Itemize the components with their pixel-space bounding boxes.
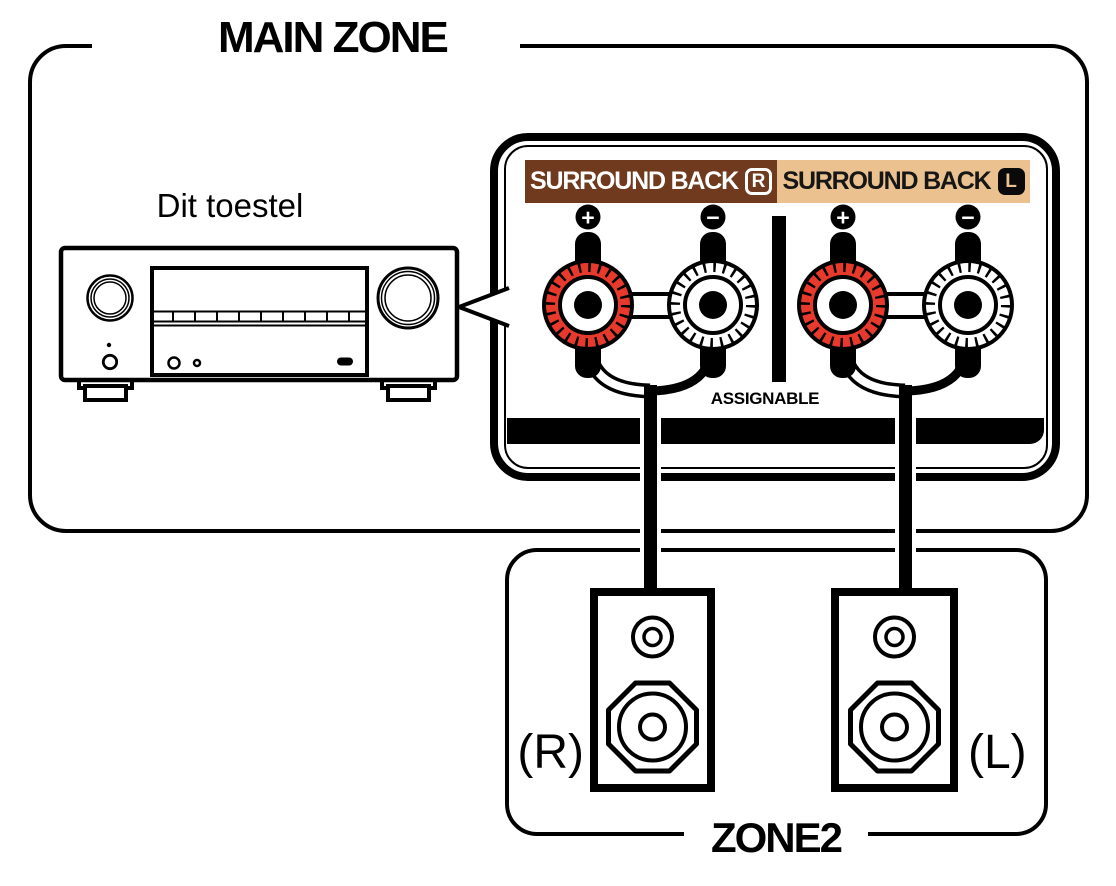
assignable-label: ASSIGNABLE <box>710 389 820 408</box>
speaker-left-channel-label: (L) <box>968 726 1027 779</box>
border-mask <box>92 36 520 52</box>
channel-badge-l: L <box>997 168 1025 195</box>
speaker-right-channel-label: (R) <box>517 726 584 779</box>
terminal-strip-r-text: SURROUND BACK <box>529 167 739 195</box>
unit-label: Dit toestel <box>156 187 304 224</box>
terminal-strip-l-text: SURROUND BACK <box>782 167 991 195</box>
main-zone-box <box>28 44 1089 533</box>
terminal-strip-surround-back-r: SURROUND BACK R <box>525 160 777 203</box>
panel-bottom-bar <box>507 418 1044 444</box>
terminal-strip-surround-back-l: SURROUND BACK L <box>777 160 1030 203</box>
zone2-box <box>505 548 1048 836</box>
channel-badge-r: R <box>745 168 772 195</box>
main-zone-title: MAIN ZONE <box>218 13 449 62</box>
zone2-title: ZONE2 <box>684 815 868 861</box>
